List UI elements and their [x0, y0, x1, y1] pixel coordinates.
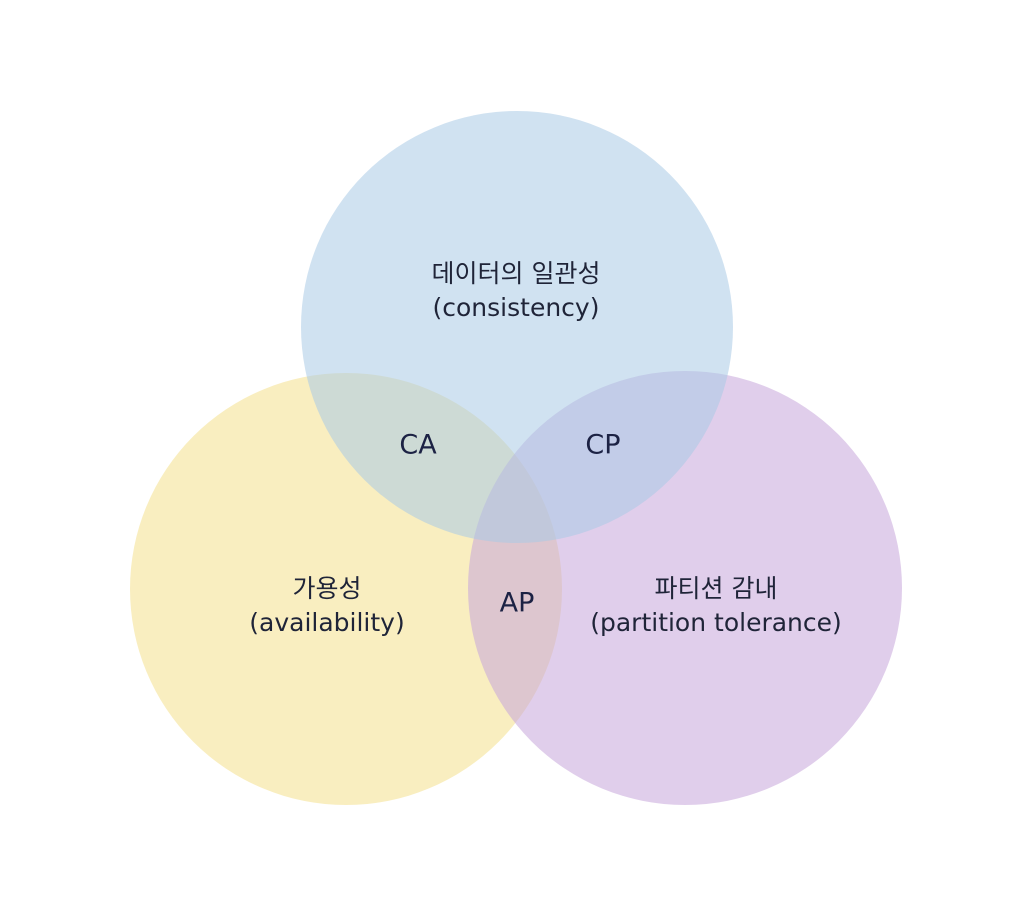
ap-region-label: AP: [499, 587, 535, 619]
ca-region-label: CA: [399, 429, 437, 461]
partition-tolerance-subtitle: (partition tolerance): [590, 608, 842, 637]
consistency-subtitle: (consistency): [432, 293, 600, 322]
availability-subtitle: (availability): [249, 608, 405, 637]
availability-label: 가용성 (availability): [249, 572, 404, 640]
consistency-label: 데이터의 일관성 (consistency): [432, 257, 601, 325]
availability-title: 가용성: [292, 574, 362, 603]
partition-tolerance-label: 파티션 감내 (partition tolerance): [590, 572, 842, 640]
partition-tolerance-title: 파티션 감내: [654, 574, 778, 603]
cp-region-label: CP: [585, 429, 621, 461]
consistency-circle: [301, 111, 733, 543]
consistency-title: 데이터의 일관성: [431, 259, 601, 288]
